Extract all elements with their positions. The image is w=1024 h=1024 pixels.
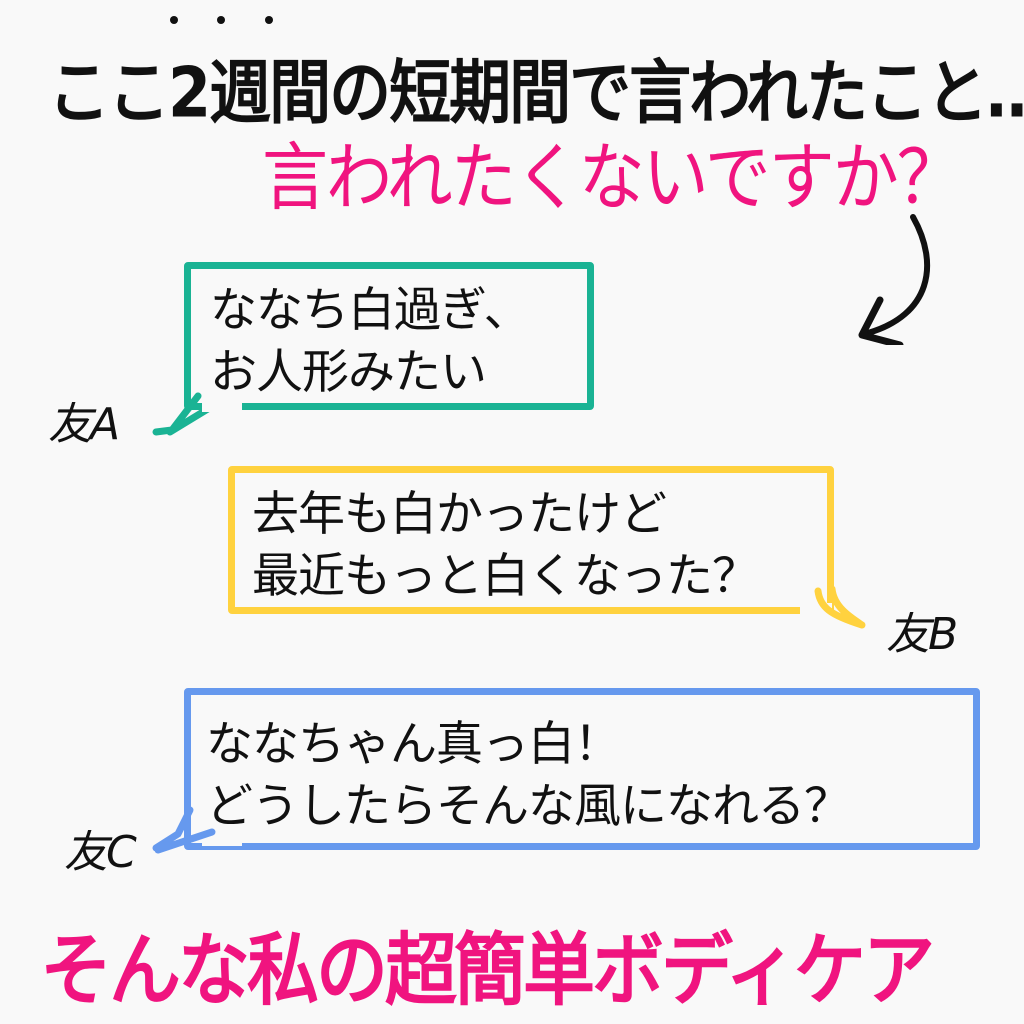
speech-bubble-b-text: 去年も白かったけど 最近もっと白くなった？ [252, 484, 759, 608]
speech-bubble-b-tail [800, 585, 866, 629]
emphasis-dots [160, 16, 290, 28]
speech-bubble-a [184, 262, 594, 410]
footer-title: そんな私の超簡単ボディケア [40, 922, 935, 1017]
speech-bubble-c-tail [152, 806, 242, 854]
curved-arrow-down-left-icon [858, 214, 931, 345]
speaker-label-c: 友C [64, 827, 137, 878]
speaker-label-b: 友B [886, 609, 958, 660]
speech-line: お人形みたい [210, 345, 487, 400]
speech-line: 最近もっと白くなった？ [252, 549, 759, 604]
speech-bubble-c-text: ななちゃん真っ白！ どうしたらそんな風になれる？ [206, 714, 851, 838]
header-line-2: 言われたくないですか？ [262, 134, 963, 222]
speaker-label-a: 友A [48, 399, 120, 450]
speech-bubble-b [228, 466, 834, 614]
header-line-1: ここ2週間の短期間で言われたこと… [48, 51, 1024, 134]
speech-line: 去年も白かったけど [252, 487, 667, 542]
speech-line: ななちゃん真っ白！ [206, 717, 621, 772]
speech-bubble-c [184, 688, 980, 850]
speech-line: ななち白過ぎ、 [210, 283, 531, 338]
speech-bubble-a-text: ななち白過ぎ、 お人形みたい [210, 280, 531, 404]
speech-line: どうしたらそんな風になれる？ [206, 779, 851, 834]
speech-bubble-a-tail [152, 392, 242, 436]
